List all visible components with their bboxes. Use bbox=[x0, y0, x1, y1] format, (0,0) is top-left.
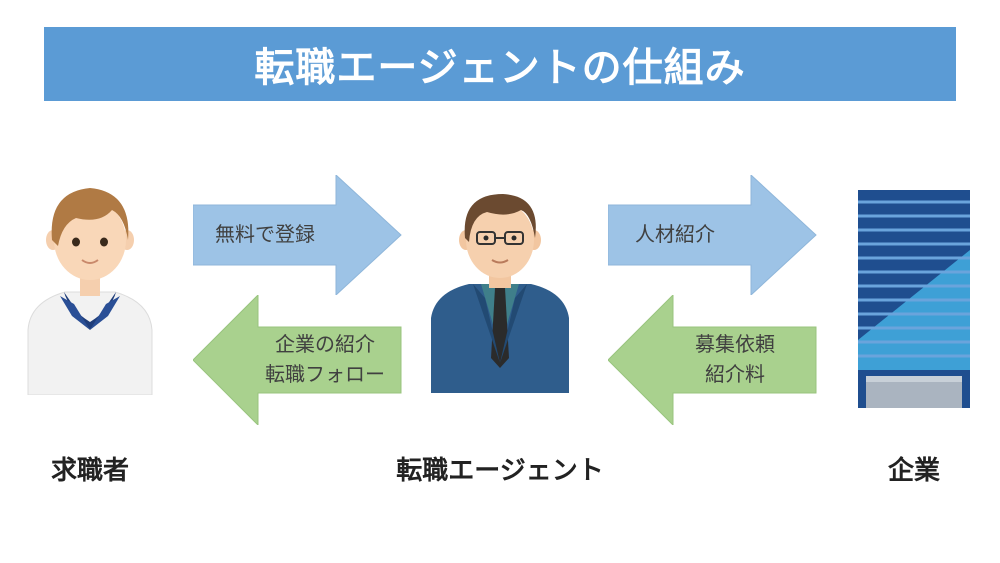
company-building-icon bbox=[858, 190, 970, 408]
arrow-company-to-agent bbox=[608, 295, 817, 425]
label-recruitment-request: 募集依頼 bbox=[695, 332, 775, 356]
label-company-introduction: 企業の紹介 bbox=[275, 332, 375, 356]
label-referral-fee: 紹介料 bbox=[705, 362, 765, 386]
agent-person-icon bbox=[431, 194, 569, 393]
arrow-seeker-to-agent bbox=[193, 175, 402, 295]
role-label-agent: 転職エージェント bbox=[396, 456, 604, 486]
diagram-title: 転職エージェントの仕組み bbox=[254, 45, 746, 91]
label-talent-referral: 人材紹介 bbox=[635, 222, 715, 246]
label-career-follow-up: 転職フォロー bbox=[265, 362, 385, 386]
arrow-agent-to-company bbox=[608, 175, 817, 295]
label-free-registration: 無料で登録 bbox=[215, 222, 315, 246]
title-bar: 転職エージェントの仕組み bbox=[44, 27, 956, 101]
role-label-job-seeker: 求職者 bbox=[50, 456, 129, 486]
role-label-company: 企業 bbox=[887, 456, 940, 486]
arrow-agent-to-seeker bbox=[193, 295, 402, 425]
job-seeker-person-icon bbox=[27, 188, 153, 395]
